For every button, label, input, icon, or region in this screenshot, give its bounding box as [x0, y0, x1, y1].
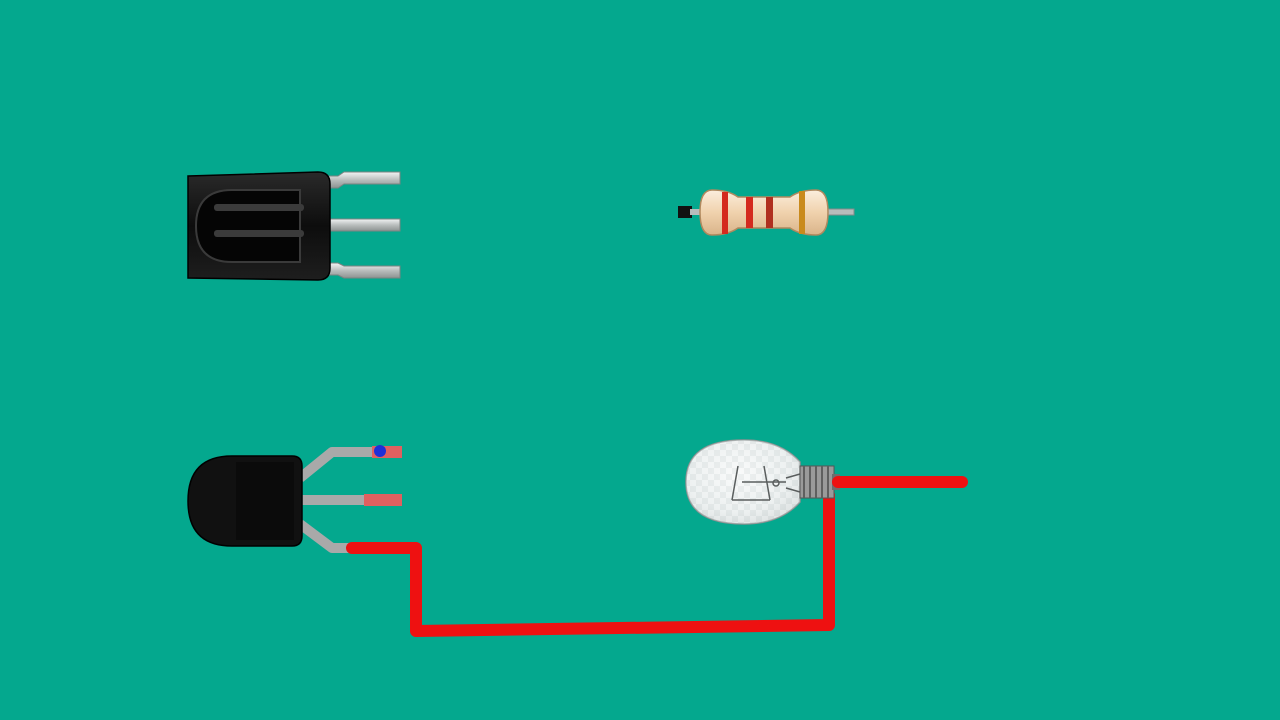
resistor-band-2 [746, 197, 753, 228]
transistor-pin-marker-2 [364, 494, 402, 506]
resistor-band-3 [766, 197, 773, 228]
resistor-lead-left [678, 206, 692, 218]
light-bulb-filament [731, 465, 801, 501]
wire-transistor-to-bulb[interactable] [346, 489, 835, 637]
transistor-dot [374, 445, 386, 457]
ir-receiver-lens [194, 189, 301, 263]
resistor-band-4 [799, 191, 805, 234]
ir-receiver-leads [319, 171, 401, 279]
resistor-body [699, 189, 829, 236]
resistor-band-1 [722, 192, 728, 234]
transistor-icon[interactable] [187, 445, 402, 553]
resistor-icon[interactable] [678, 189, 855, 236]
light-bulb-icon[interactable] [685, 439, 840, 525]
ir-receiver-icon[interactable] [187, 171, 401, 281]
